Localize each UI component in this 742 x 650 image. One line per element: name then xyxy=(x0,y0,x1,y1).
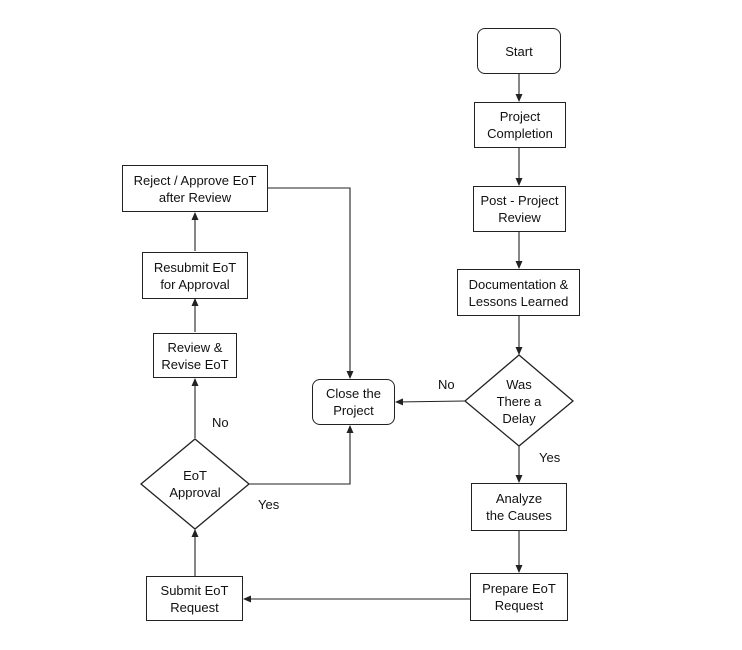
prepare-eot-request-box: Prepare EoT Request xyxy=(470,573,568,621)
start-node: Start xyxy=(477,28,561,74)
resubmit-eot-box: Resubmit EoT for Approval xyxy=(142,252,248,299)
eot-approval-decision-shape xyxy=(139,438,251,530)
arrow-decision-to-close xyxy=(395,398,466,406)
eot-approval-decision-text: EoT Approval xyxy=(169,468,221,500)
approval-yes-label: Yes xyxy=(258,497,280,512)
project-completion-box: Project Completion xyxy=(474,102,566,148)
delay-no-label: No xyxy=(438,377,455,392)
analyze-causes-box: Analyze the Causes xyxy=(471,483,567,531)
approval-no-label: No xyxy=(212,415,229,430)
arrow-approval-to-close xyxy=(249,425,354,485)
submit-eot-request-box: Submit EoT Request xyxy=(146,576,243,621)
reject-approve-eot-box: Reject / Approve EoT after Review xyxy=(122,165,268,212)
close-project-node: Close the Project xyxy=(312,379,395,425)
post-project-review-box: Post - Project Review xyxy=(473,186,566,232)
delay-decision-text: Was There a Delay xyxy=(496,376,542,426)
documentation-lessons-box: Documentation & Lessons Learned xyxy=(457,269,580,316)
review-revise-eot-box: Review & Revise EoT xyxy=(153,333,237,378)
delay-yes-label: Yes xyxy=(539,450,561,465)
arrow-reject-approve-to-close xyxy=(268,187,354,379)
delay-decision-shape xyxy=(463,354,575,447)
